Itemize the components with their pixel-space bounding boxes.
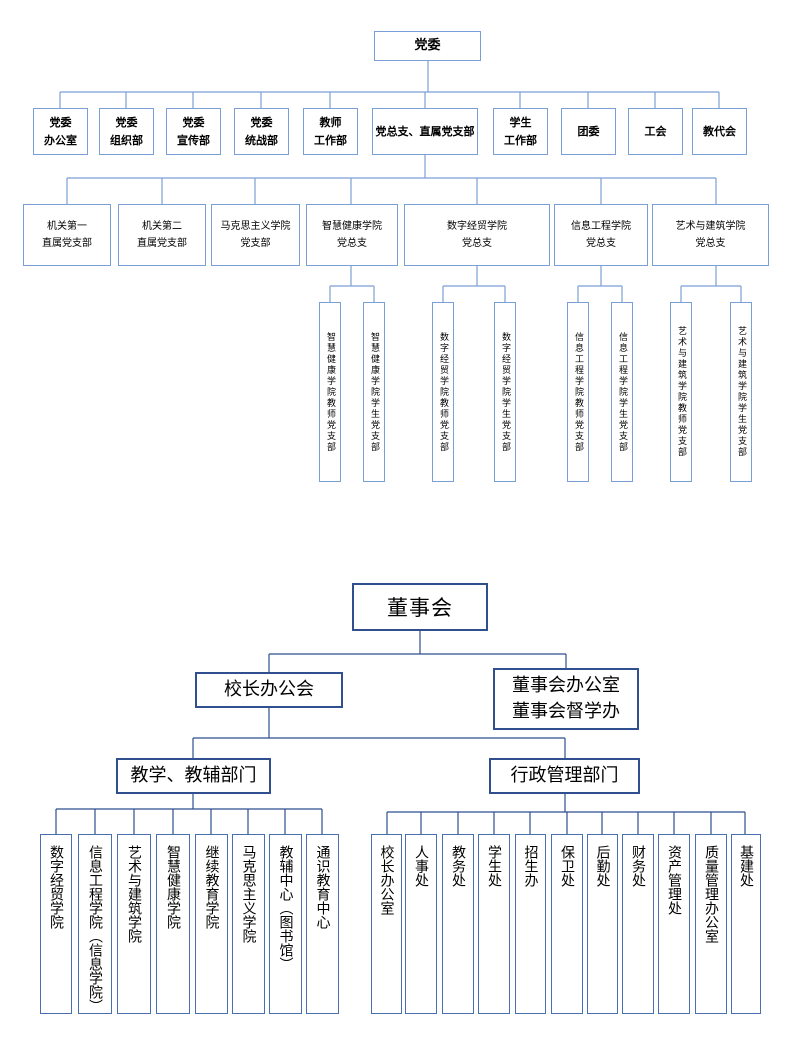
party-sub-branch-label: 信息工程学院教师党支部 — [573, 331, 583, 453]
party-connectors — [59, 60, 742, 302]
admin-unit-label: 校长办公室 — [378, 845, 395, 915]
party-sub-branch-label: 信息工程学院学生党支部 — [617, 331, 627, 453]
party-branches-box: 党总支、直属党支部 — [372, 108, 478, 155]
admin-unit-box: 质量管理办公室 — [695, 834, 727, 1014]
board-root: 董事会 — [352, 583, 488, 631]
teaching-unit-label: 艺术与建筑学院 — [126, 845, 142, 943]
admin-unit-label: 教务处 — [450, 845, 466, 887]
party-dept-box: 党委 宣传部 — [166, 108, 221, 155]
party-sub-branch-label: 智慧健康学院教师党支部 — [325, 331, 335, 453]
party-committee-root: 党委 — [374, 31, 481, 61]
party-branch-box: 马克思主义学院 党支部 — [211, 204, 300, 266]
teaching-unit-label: 通识教育中心 — [314, 845, 331, 929]
board-office: 董事会办公室 董事会督学办 — [493, 668, 639, 730]
teaching-departments: 教学、教辅部门 — [116, 758, 271, 794]
party-branch-box: 艺术与建筑学院 党总支 — [652, 204, 769, 266]
teaching-unit-label: 信息工程学院（信息学院） — [87, 845, 103, 1013]
teaching-unit-box: 艺术与建筑学院 — [117, 834, 151, 1014]
party-branch-box: 智慧健康学院 党总支 — [306, 204, 398, 266]
admin-unit-box: 人事处 — [405, 834, 437, 1014]
admin-unit-box: 教务处 — [442, 834, 474, 1014]
party-sub-branch-label: 艺术与建筑学院教师党支部 — [676, 326, 686, 458]
party-sub-branch-box: 数字经贸学院学生党支部 — [494, 302, 516, 482]
party-branch-box: 信息工程学院 党总支 — [554, 204, 648, 266]
party-branch-box: 数字经贸学院 党总支 — [404, 204, 550, 266]
teaching-unit-box: 通识教育中心 — [306, 834, 339, 1014]
teaching-unit-box: 信息工程学院（信息学院） — [78, 834, 112, 1014]
admin-unit-box: 基建处 — [731, 834, 761, 1014]
party-dept-box: 团委 — [561, 108, 616, 155]
teaching-unit-box: 数字经贸学院 — [40, 834, 72, 1014]
admin-unit-box: 学生处 — [478, 834, 510, 1014]
party-sub-branch-label: 艺术与建筑学院学生党支部 — [736, 326, 746, 458]
board-connectors — [55, 631, 746, 834]
party-sub-branch-label: 数字经贸学院学生党支部 — [500, 331, 510, 453]
admin-unit-box: 招生办 — [515, 834, 546, 1014]
admin-unit-label: 资产管理处 — [666, 845, 682, 915]
party-sub-branch-label: 数字经贸学院教师党支部 — [438, 331, 448, 453]
teaching-unit-box: 智慧健康学院 — [156, 834, 190, 1014]
teaching-unit-box: 继续教育学院 — [195, 834, 228, 1014]
teaching-unit-box: 教辅中心（图书馆） — [269, 834, 302, 1014]
admin-unit-label: 人事处 — [413, 845, 429, 887]
party-dept-box: 工会 — [628, 108, 683, 155]
admin-unit-box: 保卫处 — [551, 834, 583, 1014]
party-sub-branch-box: 智慧健康学院教师党支部 — [319, 302, 341, 482]
teaching-unit-label: 马克思主义学院 — [240, 845, 257, 943]
teaching-unit-label: 继续教育学院 — [203, 845, 220, 929]
teaching-unit-box: 马克思主义学院 — [232, 834, 265, 1014]
party-dept-box: 教代会 — [692, 108, 747, 155]
teaching-unit-label: 教辅中心（图书馆） — [277, 845, 294, 971]
teaching-unit-label: 智慧健康学院 — [165, 845, 181, 929]
admin-unit-label: 招生办 — [522, 845, 539, 887]
admin-unit-label: 后勤处 — [594, 845, 611, 887]
admin-unit-box: 资产管理处 — [658, 834, 690, 1014]
party-dept-box: 教师 工作部 — [303, 108, 358, 155]
admin-departments: 行政管理部门 — [489, 758, 640, 794]
party-sub-branch-box: 智慧健康学院学生党支部 — [363, 302, 385, 482]
party-dept-box: 党委 统战部 — [234, 108, 289, 155]
admin-unit-label: 财务处 — [630, 845, 646, 887]
party-sub-branch-box: 艺术与建筑学院教师党支部 — [670, 302, 692, 482]
party-branch-box: 机关第二 直属党支部 — [118, 204, 206, 266]
party-dept-box: 党委 办公室 — [33, 108, 88, 155]
admin-unit-box: 后勤处 — [587, 834, 618, 1014]
party-sub-branch-label: 智慧健康学院学生党支部 — [369, 331, 379, 453]
teaching-unit-label: 数字经贸学院 — [48, 845, 64, 929]
party-dept-box: 学生 工作部 — [493, 108, 548, 155]
party-branch-box: 机关第一 直属党支部 — [23, 204, 111, 266]
admin-unit-label: 保卫处 — [559, 845, 575, 887]
admin-unit-box: 校长办公室 — [371, 834, 402, 1014]
party-sub-branch-box: 艺术与建筑学院学生党支部 — [730, 302, 752, 482]
party-dept-box: 党委 组织部 — [99, 108, 154, 155]
party-sub-branch-box: 信息工程学院教师党支部 — [567, 302, 589, 482]
party-sub-branch-box: 数字经贸学院教师党支部 — [432, 302, 454, 482]
president-office-meeting: 校长办公会 — [195, 672, 343, 708]
admin-unit-label: 质量管理办公室 — [703, 845, 719, 943]
admin-unit-label: 学生处 — [486, 845, 502, 887]
admin-unit-label: 基建处 — [738, 845, 754, 887]
party-sub-branch-box: 信息工程学院学生党支部 — [611, 302, 633, 482]
admin-unit-box: 财务处 — [622, 834, 654, 1014]
